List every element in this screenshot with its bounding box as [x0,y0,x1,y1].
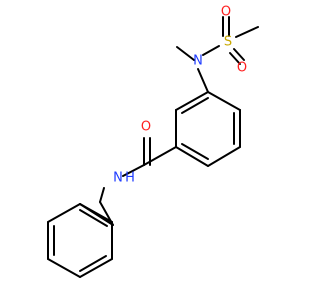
ring2-bond-4-inner [79,255,107,272]
ring1-bond-1 [207,91,241,111]
ring1-bond-4-inner [181,143,209,160]
ring1-bond-3 [207,146,241,167]
atom-o-right: O [237,61,247,76]
atom-o-top: O [221,5,231,20]
bond-ch3-n-left [176,46,195,61]
ring1-bond-4 [175,146,209,167]
molecule-diagram: N S O O O N H [47,4,259,278]
bond-c-n [122,164,145,177]
ring2-bond-1 [47,203,81,223]
atom-s-sulfur: S [224,35,232,50]
bond-s-o-right-a [233,48,245,61]
atom-n-sulfonamide: N [193,54,203,69]
atom-labels: N S O O O N H [113,5,247,186]
bond-n-ring [197,68,209,93]
atom-h-amide: H [125,171,135,186]
bond-s-o-right-b [229,52,241,65]
ring2-bond-3 [47,258,81,278]
bond-n-ch2 [99,187,105,203]
bond-s-ch3-right [235,26,259,38]
ring2-bond-4 [79,258,113,278]
bond-ring-carbonyl [143,146,177,166]
ring1-bond-6 [175,91,209,111]
ring2-bond-6-inner [79,209,108,227]
atom-o-carbonyl: O [141,120,151,135]
bonds [47,16,259,278]
ring1-bond-6-inner [181,97,209,114]
atom-n-amide: N [113,171,123,186]
molecule-svg: N S O O O N H [47,5,259,278]
bond-n-s [202,45,220,56]
ring2-bond-6 [79,203,113,223]
